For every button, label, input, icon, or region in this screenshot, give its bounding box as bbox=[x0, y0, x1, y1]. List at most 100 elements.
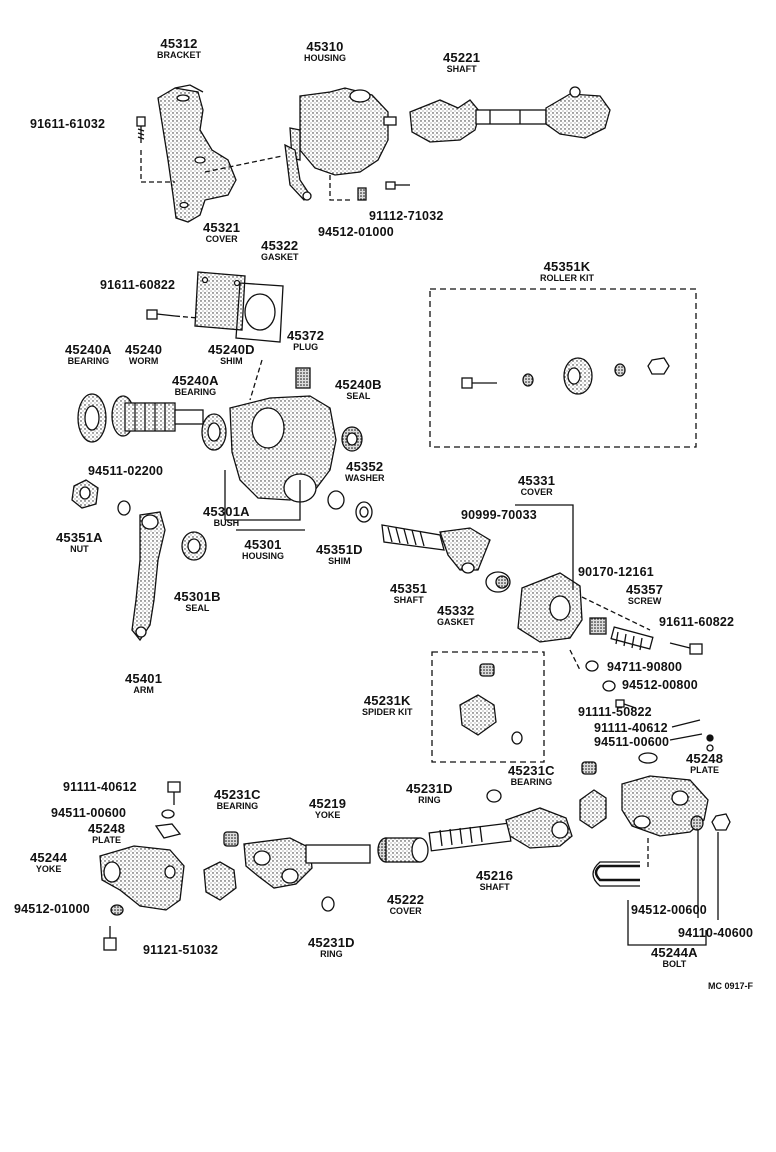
spider-left-drawing bbox=[203, 861, 237, 901]
part-name: HOUSING bbox=[304, 53, 347, 63]
ring-45231D-b-drawing bbox=[321, 896, 335, 912]
part-name: BEARING bbox=[216, 801, 259, 811]
part-name: PLATE bbox=[92, 835, 121, 845]
bolt-91112-71032-drawing bbox=[385, 181, 410, 190]
yoke-45219-drawing bbox=[243, 837, 371, 889]
adjust-screw-drawing bbox=[589, 617, 654, 651]
bolt-91111-40612-lower-drawing bbox=[167, 781, 181, 805]
seal-45301B-drawing bbox=[181, 531, 207, 561]
part-name: COVER bbox=[520, 487, 553, 497]
locknut-94711-90800-drawing bbox=[585, 660, 599, 672]
bolt-91611-60822-lower-drawing bbox=[669, 642, 703, 655]
part-number: 45301B bbox=[174, 589, 221, 604]
sector-shaft-drawing bbox=[381, 524, 491, 574]
part-number: 45351K bbox=[543, 259, 591, 274]
part-number: 45248 bbox=[686, 751, 724, 766]
part-name: SCREW bbox=[627, 596, 662, 606]
part-name: SPIDER KIT bbox=[362, 707, 413, 717]
bearing-45240A-left-drawing bbox=[77, 393, 107, 443]
part-label-94511-00600-right: 94511-00600 bbox=[594, 735, 670, 749]
part-number: 45351A bbox=[56, 530, 103, 545]
part-name: HOUSING bbox=[242, 551, 285, 561]
part-name: SHIM bbox=[220, 356, 243, 366]
intermediate-shaft-drawing bbox=[409, 86, 611, 143]
slip-shaft-45216-drawing bbox=[428, 807, 573, 852]
part-label-94512-01000-lower: 94512-01000 bbox=[14, 902, 90, 916]
part-number: 45332 bbox=[437, 603, 475, 618]
nut-94512-01000-drawing bbox=[357, 187, 367, 201]
bearing-45240A-right-drawing bbox=[201, 413, 227, 451]
part-name: BRACKET bbox=[157, 50, 201, 60]
part-label-91112-71032: 91112-71032 bbox=[369, 209, 444, 223]
part-number: 45322 bbox=[261, 238, 299, 253]
part-name: RING bbox=[418, 795, 441, 805]
part-label-91611-61032: 91611-61032 bbox=[30, 117, 106, 131]
part-name: RING bbox=[320, 949, 343, 959]
part-label-91611-60822-top: 91611-60822 bbox=[100, 278, 176, 292]
part-number: 45216 bbox=[476, 868, 514, 883]
part-label-91111-40612-right: 91111-40612 bbox=[594, 721, 668, 735]
part-name: YOKE bbox=[35, 864, 62, 874]
top-cover-drawing bbox=[194, 271, 246, 331]
gear-housing-drawing bbox=[284, 87, 397, 201]
part-name: COVER bbox=[389, 906, 422, 916]
part-label-94511-00600-left: 94511-00600 bbox=[51, 806, 127, 820]
washer-94511-02200-drawing bbox=[117, 500, 131, 516]
bolt-91611-61032-drawing bbox=[136, 116, 146, 143]
nuts-right-drawing bbox=[690, 813, 731, 831]
bearing-45231C-right-drawing bbox=[581, 761, 597, 775]
part-number: 45301 bbox=[244, 537, 282, 552]
part-number: 45231D bbox=[308, 935, 355, 950]
part-number: 45231D bbox=[406, 781, 453, 796]
part-number: 45331 bbox=[518, 473, 556, 488]
steering-housing-drawing bbox=[229, 395, 337, 503]
part-name: WORM bbox=[128, 356, 159, 366]
part-number: 45240B bbox=[335, 377, 382, 392]
part-name: ROLLER KIT bbox=[540, 273, 594, 283]
part-number: 45312 bbox=[160, 36, 198, 51]
part-number: 45222 bbox=[387, 892, 425, 907]
part-name: YOKE bbox=[314, 810, 341, 820]
part-name: GASKET bbox=[261, 252, 299, 262]
part-label-94511-02200: 94511-02200 bbox=[88, 464, 164, 478]
part-number: 45372 bbox=[287, 328, 325, 343]
part-name: PLATE bbox=[690, 765, 719, 775]
spider-kit-parts-drawing bbox=[459, 663, 523, 745]
spider-right-drawing bbox=[579, 789, 607, 829]
worm-drawing bbox=[111, 395, 204, 437]
part-name: BUSH bbox=[213, 518, 240, 528]
part-name: SHAFT bbox=[446, 64, 477, 74]
bolt-91611-60822-drawing bbox=[146, 309, 176, 320]
plate-45248-lower-drawing bbox=[154, 823, 182, 839]
side-cover-45331-drawing bbox=[517, 572, 583, 643]
part-name: NUT bbox=[70, 544, 89, 554]
nut-45351A-drawing bbox=[71, 479, 99, 509]
part-number: 45221 bbox=[443, 50, 481, 65]
part-label-91111-40612-left: 91111-40612 bbox=[63, 780, 137, 794]
part-number: 45357 bbox=[626, 582, 664, 597]
part-number: 45248 bbox=[88, 821, 126, 836]
small-bolts-right-drawing bbox=[615, 699, 714, 752]
part-number: 45240A bbox=[172, 373, 219, 388]
ring-45231D-a-drawing bbox=[486, 789, 502, 803]
part-label-91611-60822-lower: 91611-60822 bbox=[659, 615, 735, 629]
washer-94512-01000-lower-drawing bbox=[110, 904, 124, 916]
